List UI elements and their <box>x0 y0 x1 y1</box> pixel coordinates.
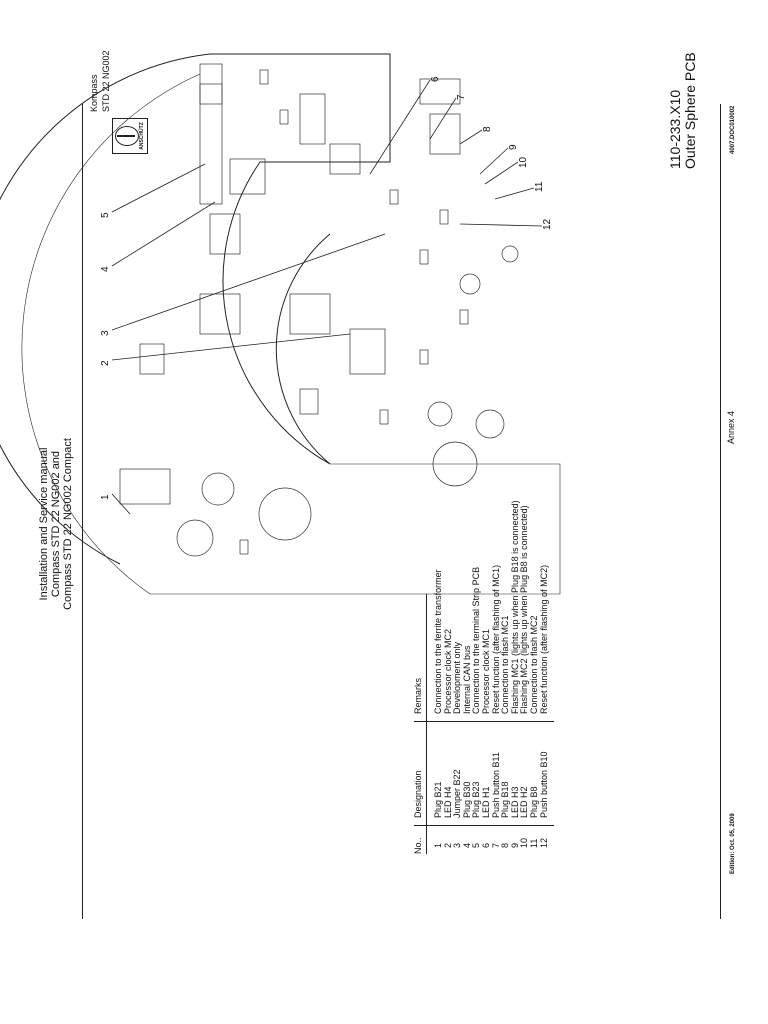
callout-number: 4 <box>100 266 111 272</box>
callout-line-2 <box>111 333 351 361</box>
callout-number: 5 <box>100 212 111 218</box>
resistor <box>279 109 289 125</box>
callout-line-6 <box>369 79 431 175</box>
pcb-outline-outer <box>0 53 391 565</box>
capacitor <box>475 409 505 439</box>
capacitor <box>176 519 214 557</box>
callout-line-7 <box>429 97 457 140</box>
callout-number: 1 <box>100 494 111 500</box>
capacitor <box>501 245 519 263</box>
callout-number: 10 <box>518 156 529 168</box>
connector <box>199 63 223 105</box>
resistor <box>439 209 449 225</box>
table-header-rule <box>426 594 427 854</box>
capacitor <box>201 472 235 506</box>
column-header-no: No.. <box>413 837 423 854</box>
callout-number: 9 <box>508 144 519 150</box>
table-cell: Reset function (after flashing of MC2) <box>538 564 549 714</box>
resistor <box>259 69 269 85</box>
chip <box>299 93 326 145</box>
callout-number: 7 <box>456 94 467 100</box>
column-remarks: Connection to the ferrite transformer Pr… <box>433 500 549 714</box>
pcb-inner-arc <box>275 233 331 465</box>
resistor <box>239 539 249 555</box>
column-no: 1 2 3 4 5 6 7 8 9 10 11 12 <box>433 837 549 848</box>
column-header-designation: Designation <box>413 770 423 818</box>
chip <box>429 113 461 155</box>
callout-line-9 <box>479 147 509 175</box>
capacitor <box>432 441 478 487</box>
callout-line-5 <box>111 163 206 213</box>
callout-line-11 <box>494 187 535 200</box>
resistor <box>389 189 399 205</box>
callout-number: 11 <box>534 181 545 192</box>
resistor <box>459 309 469 325</box>
table-divider <box>414 825 554 826</box>
chip <box>229 158 266 195</box>
capacitor <box>459 273 481 295</box>
callout-line-4 <box>111 201 216 267</box>
callout-line-10 <box>484 161 519 185</box>
capacitor <box>427 401 453 427</box>
callout-line-1 <box>111 493 131 515</box>
connector <box>119 468 171 505</box>
column-designation: Plug B21 LED H4 Jumper B22 Plug B30 Plug… <box>433 751 549 818</box>
chip <box>209 213 241 255</box>
capacitor <box>258 487 312 541</box>
callout-number: 6 <box>430 76 441 82</box>
callout-line-8 <box>459 129 483 145</box>
chip <box>299 388 319 415</box>
callout-number: 12 <box>542 218 553 230</box>
callout-line-3 <box>111 233 386 331</box>
callout-number: 2 <box>100 360 111 366</box>
resistor <box>419 249 429 265</box>
callout-number: 8 <box>482 126 493 132</box>
callout-number: 3 <box>100 330 111 336</box>
table-cell: 12 <box>538 837 549 848</box>
resistor <box>419 349 429 365</box>
connector <box>199 83 223 205</box>
table-cell: Push button B10 <box>538 751 549 818</box>
pcb-left-edge <box>150 463 561 595</box>
resistor <box>379 409 389 425</box>
column-header-remarks: Remarks <box>413 677 423 714</box>
table-divider <box>414 721 554 722</box>
chip <box>289 293 331 335</box>
chip <box>349 328 386 375</box>
chip <box>329 143 361 175</box>
chip <box>199 293 241 335</box>
callout-line-12 <box>459 223 543 227</box>
pcb-outline <box>21 73 201 595</box>
chip <box>419 78 461 105</box>
chip <box>139 343 165 375</box>
